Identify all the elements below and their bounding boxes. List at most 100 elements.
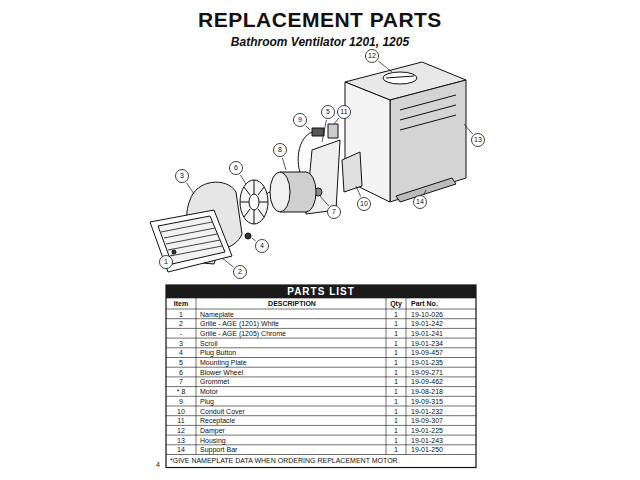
callout-number: 8 [273,145,287,155]
table-cell: 1 [386,319,406,328]
table-cell: Scroll [200,339,384,348]
callout-circle [472,134,485,147]
table-cell: 19-10-026 [411,310,475,319]
callout-number: 12 [365,51,379,61]
table-cell: 1 [386,397,406,406]
callout-number: 1 [159,257,173,267]
plug-button [245,233,251,239]
table-cell: 19-09-307 [411,416,475,425]
table-cell: Plug [200,397,384,406]
table-cell: 2 [166,319,196,328]
table-cell: 1 [166,310,196,319]
cord [298,132,312,172]
table-cell: 1 [386,348,406,357]
table-cell: 1 [386,329,406,338]
table-cell: Grille - AGE (1201) White [200,319,384,328]
page-subtitle: Bathroom Ventilator 1201, 1205 [0,36,640,50]
callout-circle [294,114,307,127]
table-header: DESCRIPTION [200,299,384,308]
table-cell: Grille - AGE (1205) Chrome [200,329,384,338]
table-note: *GIVE NAMEPLATE DATA WHEN ORDERING REPLA… [170,456,400,465]
table-rule [166,347,476,348]
callout-circle [414,196,427,209]
callout-number: 14 [413,197,427,207]
table-rule [166,454,476,455]
table-rule [166,338,476,339]
leader-line [424,190,426,195]
callout-number: 10 [357,199,371,209]
table-header: Item [166,299,196,308]
callout-circle [358,198,371,211]
motor-edge [280,212,306,213]
grille [150,210,232,272]
table-cell: 1 [386,416,406,425]
page-title: REPLACEMENT PARTS [0,8,640,32]
damper-collar [383,72,417,84]
table-rule [166,444,476,445]
callout-number: 2 [233,267,247,277]
table-cell: 4 [166,348,196,357]
leader-line [320,196,329,206]
leader-line [306,126,310,130]
table-rule [166,318,476,319]
table-cell: 19-01-232 [411,407,475,416]
table-cell: 1 [386,387,406,396]
leader-line [222,258,234,267]
table-cell: 1 [386,445,406,454]
table-rule [166,328,476,329]
leader-line [282,158,286,170]
table-cell: 1 [386,426,406,435]
table-cell: 1 [386,377,406,386]
table-cell: 19-09-457 [411,348,475,357]
table-cell: Nameplate [200,310,384,319]
blower-blades [240,180,268,224]
motor-front [270,172,290,212]
callout-number: 11 [337,107,351,117]
callout-number: 6 [229,163,243,173]
table-rule [166,435,476,436]
table-cell: 13 [166,436,196,445]
table-cell: 19-01-241 [411,329,475,338]
table-cell: 19-01-225 [411,426,475,435]
table-cell: Grommet [200,377,384,386]
callout-circle [338,106,351,119]
table-cell: 1 [386,339,406,348]
housing-side [390,80,466,202]
table-cell: 1 [386,368,406,377]
table-cell: 19-09-315 [411,397,475,406]
leader-line [252,238,256,241]
table-rule [166,357,476,358]
table-cell: 9 [166,397,196,406]
table-grid [166,285,476,468]
table-rule [166,406,476,407]
callout-circle [160,256,173,269]
leader-line [240,175,246,184]
table-rule [386,298,387,455]
table-cell: 19-09-462 [411,377,475,386]
callout-circle [366,50,379,63]
table-cell: * 8 [166,387,196,396]
table-cell: Support Bar [200,445,384,454]
leader-line [334,118,339,124]
table-cell: 19-01-242 [411,319,475,328]
leader-line [186,183,194,194]
table-rule [166,396,476,397]
table-cell: 19-09-271 [411,368,475,377]
table-cell: 10 [166,407,196,416]
table-cell: 19-01-235 [411,358,475,367]
table-cell: 1 [386,358,406,367]
table-cell: Mounting Plate [200,358,384,367]
leader-line [464,124,473,134]
callout-circle [322,106,335,119]
table-cell: Blower Wheel [200,368,384,377]
conduit-cover [342,152,362,192]
table-rule [196,298,197,455]
callout-number: 9 [293,115,307,125]
leader-line [322,120,326,142]
callout-number: 3 [175,171,189,181]
table-rule [166,376,476,377]
table-cell: 3 [166,339,196,348]
